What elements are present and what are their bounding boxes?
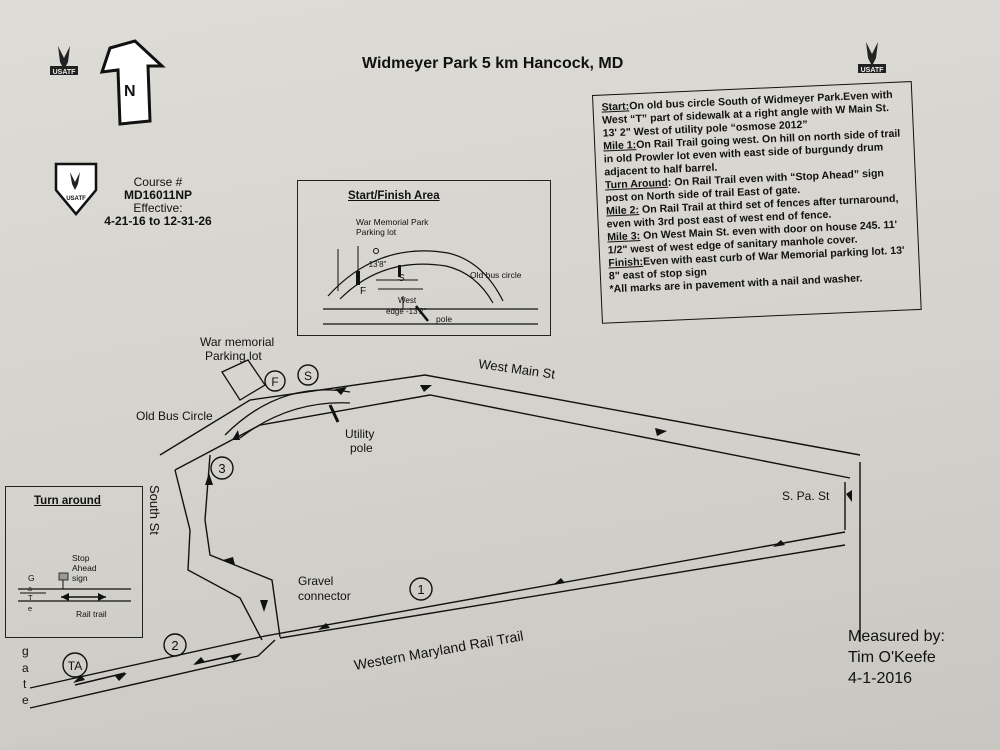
turnaround-inset: Turn around Stop Ahead sign G a T e Rail… — [5, 486, 143, 638]
dim-bottom: -13'2" — [406, 307, 427, 316]
measured-date: 4-1-2016 — [848, 670, 913, 687]
f-marker-inset: F — [360, 286, 366, 297]
rail-trail-inset-label: Rail trail — [76, 609, 107, 619]
svg-text:USATF: USATF — [861, 67, 885, 74]
war-memorial-label-2: Parking lot — [205, 349, 262, 363]
dim-top: -13'8" — [366, 260, 387, 269]
svg-text:sign: sign — [72, 573, 88, 583]
bus-circle-label: Old bus circle — [470, 270, 522, 280]
parking-line1: War Memorial Park — [356, 217, 429, 227]
west-main-st-label: West Main St — [478, 356, 557, 382]
svg-text:g: g — [22, 644, 29, 658]
measurer-name: Tim O'Keefe — [848, 649, 936, 666]
usatf-logo-text: USATF — [53, 69, 77, 76]
header-graphics: USATF N — [50, 39, 166, 126]
turnaround-marker: TA — [68, 659, 82, 673]
north-arrow-icon: N — [99, 39, 166, 126]
mile1-marker: 1 — [417, 582, 424, 597]
pole-label: pole — [436, 314, 452, 324]
turnaround-title: Turn around — [34, 495, 101, 507]
mile3-circle — [210, 456, 234, 480]
svg-text:Ahead: Ahead — [72, 563, 97, 573]
measured-by-block: Measured by: Tim O'Keefe 4-1-2016 — [848, 626, 945, 689]
rail-trail-label: Western Maryland Rail Trail — [353, 627, 525, 673]
start-finish-title: Start/Finish Area — [348, 190, 440, 202]
start-marker: S — [304, 369, 312, 383]
page-title: Widmeyer Park 5 km Hancock, MD — [362, 55, 624, 72]
svg-text:a: a — [28, 586, 32, 593]
svg-text:T: T — [28, 593, 33, 602]
mile2-circle — [163, 633, 187, 657]
start-finish-diagram: War Memorial Park Parking lot -13'8" S F… — [323, 217, 538, 325]
parking-line2: Parking lot — [356, 227, 397, 237]
mile1-circle — [409, 577, 433, 601]
west-edge-2: edge — [386, 307, 404, 316]
s-marker-inset: S — [398, 273, 405, 284]
mile3-marker: 3 — [218, 461, 225, 476]
finish-circle — [264, 370, 286, 392]
usatf-logo-left: USATF — [50, 46, 78, 76]
course-label: Course # — [133, 175, 183, 189]
gravel-label-1: Gravel — [298, 574, 333, 588]
effective-label: Effective: — [133, 201, 183, 215]
war-memorial-label-1: War memorial — [200, 335, 274, 349]
gravel-label-2: connector — [298, 589, 351, 603]
measured-label: Measured by: — [848, 628, 945, 645]
mile2-marker: 2 — [171, 638, 178, 653]
start-circle — [297, 364, 319, 386]
svg-text:Stop: Stop — [72, 553, 90, 563]
svg-text:t: t — [23, 677, 27, 691]
north-label: N — [124, 83, 136, 100]
svg-text:e: e — [22, 693, 29, 707]
south-st-label: South St — [147, 485, 162, 535]
old-bus-circle-label: Old Bus Circle — [136, 409, 213, 423]
s-pa-st-label: S. Pa. St — [782, 489, 830, 503]
effective-dates: 4-21-16 to 12-31-26 — [104, 214, 212, 228]
turnaround-circle — [62, 652, 88, 678]
usatf-logo-right: USATF — [858, 42, 886, 74]
course-number: MD16011NP — [123, 188, 193, 202]
west-edge-1: West — [398, 296, 417, 305]
usatf-shield-icon: USATF — [54, 162, 98, 216]
course-info: Course # MD16011NP Effective: 4-21-16 to… — [83, 176, 233, 228]
svg-text:USATF: USATF — [66, 196, 86, 202]
finish-marker: F — [271, 375, 278, 389]
utility-pole-label-2: pole — [350, 441, 373, 455]
utility-pole-label-1: Utility — [345, 427, 374, 441]
turnaround-diagram: Stop Ahead sign G a T e Rail trail — [18, 553, 131, 619]
start-finish-inset: Start/Finish Area War Memorial Park Park… — [297, 180, 551, 336]
svg-text:a: a — [22, 661, 29, 675]
svg-text:e: e — [28, 604, 32, 613]
svg-text:G: G — [28, 573, 35, 583]
